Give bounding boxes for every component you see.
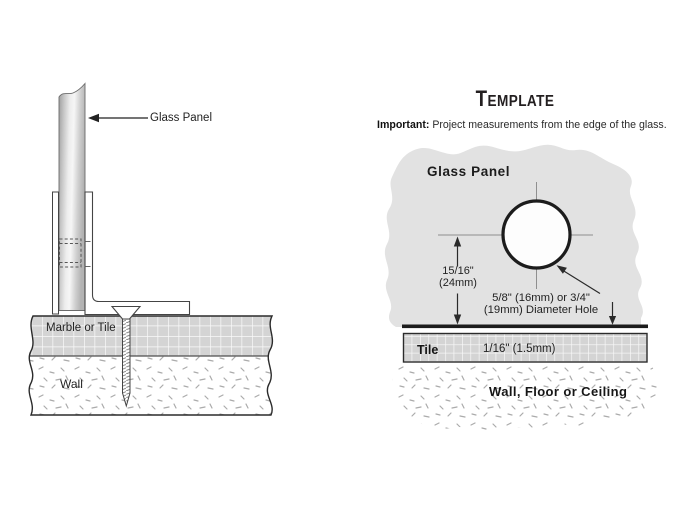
- drill-hole-circle: [501, 199, 572, 270]
- hole-diameter-label: 5/8" (16mm) or 3/4" (19mm) Diameter Hole: [468, 292, 614, 316]
- offset-dimension-mm: (24mm): [439, 276, 477, 289]
- template-title-rest: EMPLATE: [487, 93, 555, 110]
- clamp-l-bracket: [84, 191, 191, 316]
- left-cross-section-diagram: [28, 82, 274, 416]
- wall-region-right: [392, 364, 661, 431]
- template-title-initial: T: [475, 86, 488, 111]
- marble-tile-layer: [29, 316, 273, 356]
- glass-panel-label-right: Glass Panel: [427, 164, 511, 179]
- glass-panel-leader-arrow-icon: [88, 113, 148, 123]
- glass-edge-line: [402, 324, 648, 329]
- hole-diameter-line2: (19mm) Diameter Hole: [483, 303, 599, 316]
- hole-leader-arrow-icon: [556, 265, 601, 295]
- offset-dimension-arrow-icon: [453, 236, 462, 325]
- offset-dimension-inches: 15/16": [442, 265, 474, 277]
- bracket-tick-marks: [84, 241, 91, 267]
- screw-shaft: [122, 318, 131, 408]
- tile-label: Tile: [417, 343, 439, 357]
- template-title: TEMPLATE: [409, 87, 622, 111]
- wall-floor-ceiling-label: Wall, Floor or Ceiling: [489, 384, 628, 399]
- gap-dimension-label: 1/16" (1.5mm): [483, 343, 556, 355]
- marble-or-tile-label: Marble or Tile: [46, 322, 116, 334]
- marble-and-wall-block: [28, 315, 274, 416]
- glass-panel-label-left: Glass Panel: [150, 112, 213, 124]
- template-diagram: [384, 144, 661, 431]
- hole-diameter-line1: 5/8" (16mm) or 3/4": [492, 292, 590, 304]
- clamp-back-plate: [52, 191, 59, 315]
- glass-panel-left: [58, 82, 86, 311]
- important-note: Important: Project measurements from the…: [377, 119, 667, 131]
- wall-layer: [29, 356, 273, 415]
- important-note-label: Important:: [377, 119, 430, 131]
- important-note-text: Project measurements from the edge of th…: [429, 119, 667, 131]
- hidden-setscrew-dashed-box: [59, 238, 82, 268]
- offset-dimension-label: 15/16" (24mm): [431, 265, 485, 289]
- wall-label-left: Wall: [60, 377, 83, 391]
- screw-head: [110, 305, 142, 320]
- tile-layer-right: [402, 332, 648, 363]
- cross-section-outline: [28, 315, 274, 416]
